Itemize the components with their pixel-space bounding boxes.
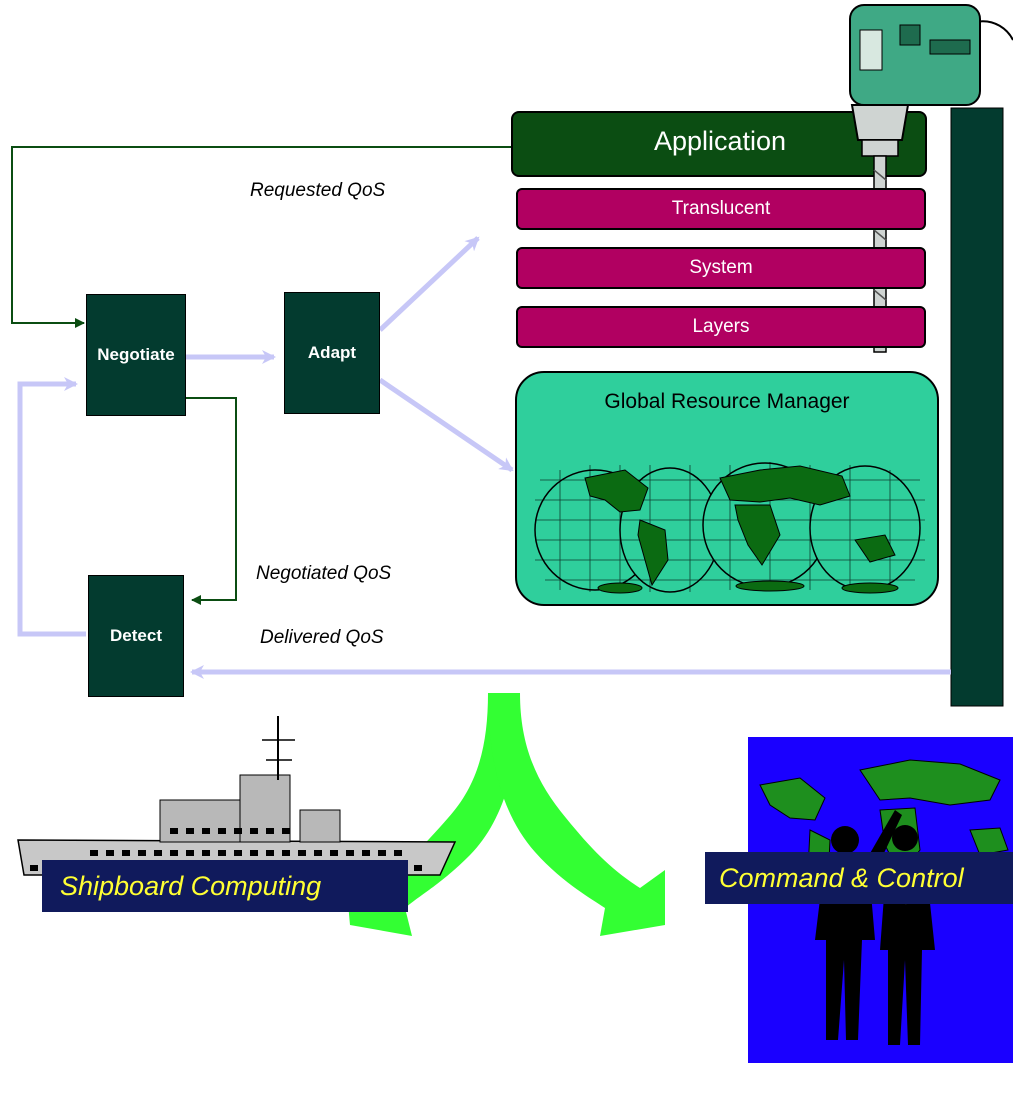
shipboard-banner-label: Shipboard Computing: [60, 870, 322, 901]
shipboard-banner: Shipboard Computing: [42, 860, 408, 912]
adapt-to-application-arrow: [378, 236, 480, 332]
delivered-qos-label: Delivered QoS: [260, 627, 384, 648]
world-map-icon: [534, 462, 925, 594]
layer-system-label: System: [689, 257, 753, 278]
detect-label: Detect: [110, 626, 162, 645]
layer-layers: Layers: [516, 306, 926, 348]
ship-icon: [17, 716, 457, 876]
command-banner: Command & Control: [705, 852, 1013, 904]
negotiate-box: Negotiate: [86, 294, 186, 416]
resource-manager-title: Global Resource Manager: [604, 390, 850, 413]
requested-qos-label: Requested QoS: [250, 180, 386, 201]
adapt-box: Adapt: [284, 292, 380, 414]
negotiated-qos-arrow: [186, 397, 237, 605]
requested-qos-arrow: [11, 146, 512, 328]
layer-layers-label: Layers: [692, 316, 750, 337]
detect-box: Detect: [88, 575, 184, 697]
delivery-bar: [950, 107, 1004, 707]
layer-translucent-label: Translucent: [671, 198, 771, 219]
adapt-label: Adapt: [307, 343, 357, 362]
adapt-to-resource-manager-arrow: [378, 377, 514, 473]
negotiate-label: Negotiate: [97, 345, 175, 364]
application-bar: [511, 111, 927, 177]
layer-system: System: [516, 247, 926, 289]
detect-to-negotiate-arrow: [17, 377, 86, 637]
layer-translucent: Translucent: [516, 188, 926, 230]
application-label: Application: [653, 126, 787, 156]
negotiated-qos-label: Negotiated QoS: [256, 563, 392, 584]
command-banner-label: Command & Control: [719, 862, 964, 893]
